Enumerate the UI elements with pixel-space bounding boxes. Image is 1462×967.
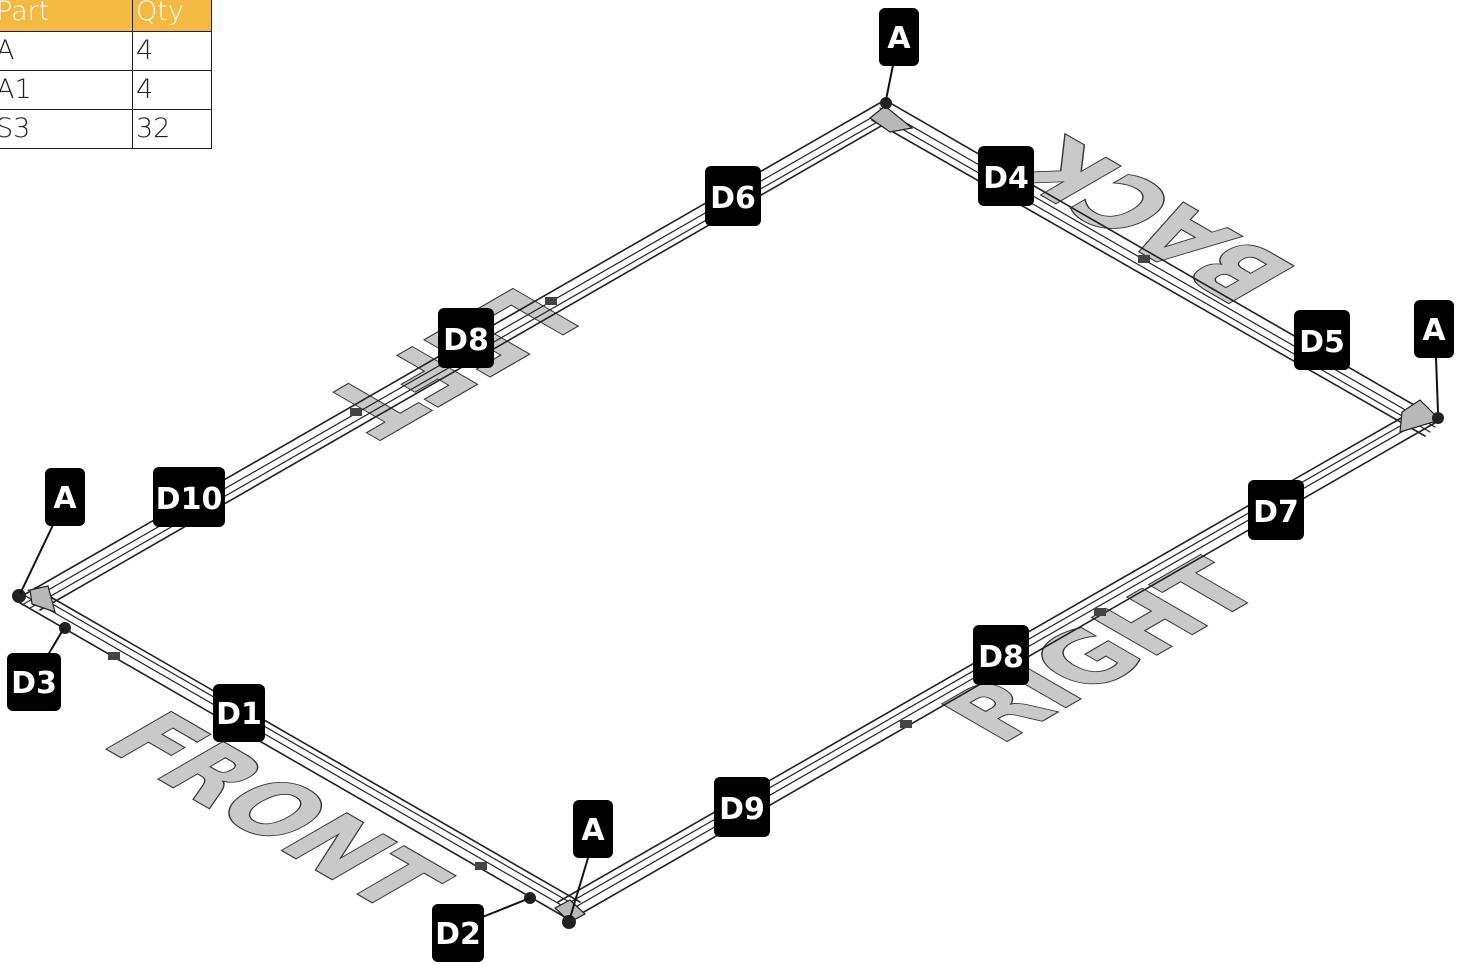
part-cell: S3 <box>0 109 133 149</box>
svg-text:D3: D3 <box>11 666 57 701</box>
svg-text:D9: D9 <box>719 792 765 827</box>
callout-d5: D5 <box>1294 310 1350 370</box>
parts-table-header-qty: Qty <box>132 0 212 32</box>
svg-text:D10: D10 <box>156 482 223 517</box>
side-label-back: BACK <box>985 122 1322 316</box>
callout-d6: D6 <box>705 166 761 226</box>
qty-cell: 4 <box>132 70 212 110</box>
svg-text:D5: D5 <box>1299 325 1345 360</box>
svg-text:A: A <box>1422 313 1446 348</box>
callout-d10: D10 <box>153 467 225 527</box>
callout-a-left: A <box>45 468 85 526</box>
callout-d8-left: D8 <box>438 308 494 368</box>
svg-text:D8: D8 <box>978 640 1024 675</box>
table-row: A1 4 <box>0 70 212 110</box>
leader-line-a-top <box>885 64 894 101</box>
callout-d1: D1 <box>213 684 265 742</box>
svg-text:D1: D1 <box>216 697 262 732</box>
parts-table-header-part: Part <box>0 0 133 32</box>
leader-line-a-left <box>19 524 54 595</box>
leader-line-a-bottom <box>569 857 589 919</box>
rail-connector <box>350 408 362 416</box>
corner-fitting-bottom <box>562 915 576 929</box>
callouts: A A A A D1 D2 D3 D4 <box>7 8 1454 962</box>
rail-connector <box>108 652 120 660</box>
qty-cell: 32 <box>132 109 212 149</box>
callout-a-bottom: A <box>573 800 613 858</box>
rail-connector <box>475 862 487 870</box>
callout-d9: D9 <box>714 777 770 837</box>
svg-text:A: A <box>887 21 911 56</box>
callout-d2: D2 <box>432 904 484 962</box>
svg-text:A: A <box>581 813 605 848</box>
part-cell: A1 <box>0 70 133 110</box>
corner-bracket-left <box>29 585 56 613</box>
svg-text:A: A <box>53 481 77 516</box>
corner-brackets <box>29 105 1442 923</box>
callout-d4: D4 <box>978 146 1034 206</box>
corner-fitting-right <box>1432 412 1444 424</box>
leader-lines <box>19 64 1439 919</box>
parts-table-header-row: Part Qty <box>0 0 212 32</box>
svg-text:D8: D8 <box>443 323 489 358</box>
callout-a-top: A <box>879 8 919 66</box>
leader-line-d2 <box>479 897 531 919</box>
callout-d3: D3 <box>7 653 61 711</box>
corner-fitting-left <box>12 589 26 603</box>
corner-fitting-top <box>880 97 892 109</box>
svg-text:D6: D6 <box>710 181 756 216</box>
rail-connectors <box>108 255 1150 870</box>
callout-a-right: A <box>1414 300 1454 358</box>
leader-line-a-right <box>1435 357 1439 413</box>
svg-text:D2: D2 <box>435 917 481 952</box>
svg-text:D7: D7 <box>1253 495 1299 530</box>
rail-connector <box>900 720 912 728</box>
qty-cell: 4 <box>132 31 212 71</box>
svg-text:D4: D4 <box>983 161 1029 196</box>
parts-table: Part Qty A 4 A1 4 S3 32 <box>0 0 212 149</box>
corner-bracket-top <box>868 105 914 133</box>
rail-connector <box>1094 608 1106 616</box>
table-row: A 4 <box>0 31 212 71</box>
rail-connector <box>1138 255 1150 263</box>
part-cell: A <box>0 31 133 71</box>
callout-d7: D7 <box>1248 480 1304 540</box>
side-label-back-group: BACK <box>984 121 1323 318</box>
table-row: S3 32 <box>0 109 212 149</box>
callout-d8-right: D8 <box>973 625 1029 685</box>
rail-connector <box>545 297 557 305</box>
